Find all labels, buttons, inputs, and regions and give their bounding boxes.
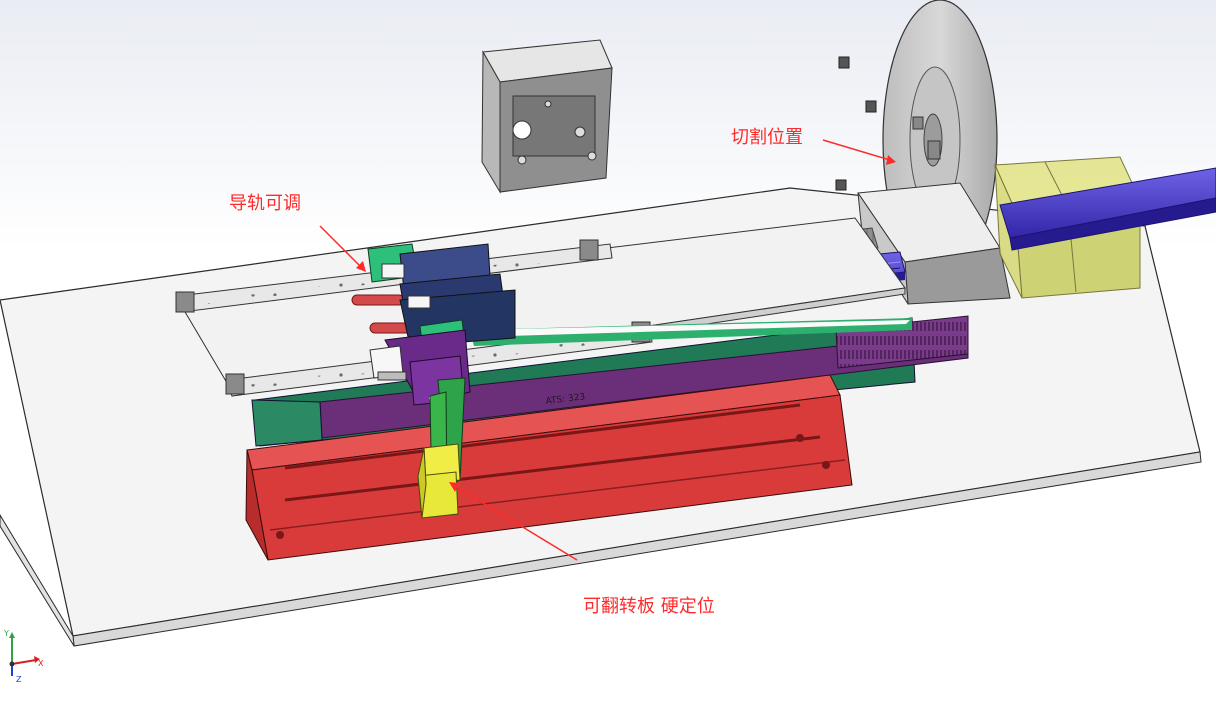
red-base-frame[interactable] (245, 374, 853, 561)
axis-y-label: Y (3, 629, 9, 638)
annotation-rail-adjustable: 导轨可调 (229, 193, 301, 214)
axis-z-label: Z (16, 675, 22, 684)
motor-bracket[interactable] (481, 39, 613, 194)
annotation-cutting-position: 切割位置 (731, 127, 803, 148)
slider-blocks[interactable] (367, 243, 516, 359)
axis-x-label: X (38, 659, 44, 668)
cutting-station[interactable] (857, 182, 1011, 305)
annotation-flip-plate-hard-stop: 可翻转板 硬定位 (583, 596, 715, 617)
side-plate-assembly[interactable] (251, 315, 969, 447)
loose-nuts (835, 56, 877, 191)
hard-stop-block[interactable] (417, 443, 461, 519)
annotation-arrows (319, 139, 896, 561)
axis-triad: Y X Z (3, 629, 44, 684)
scale-text: ATS: 323 (545, 392, 586, 407)
